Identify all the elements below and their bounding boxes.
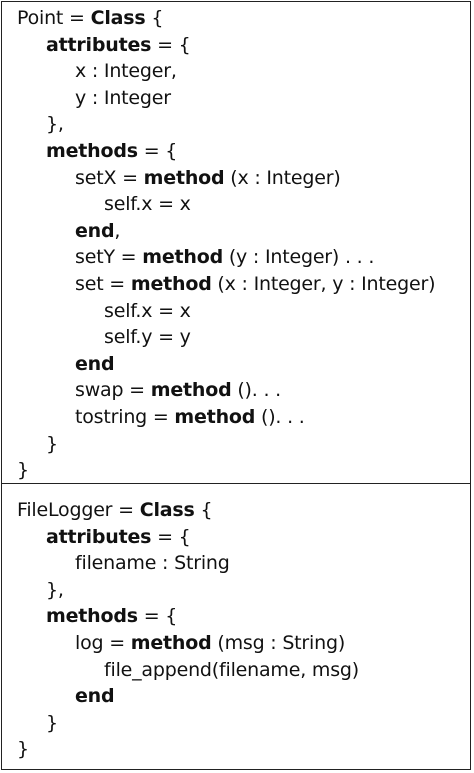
code-keyword: method <box>174 406 256 428</box>
code-keyword: Class <box>139 499 195 521</box>
code-text: (). . . <box>231 379 281 402</box>
code-line: attributes = { <box>46 524 191 550</box>
code-text: self.x = x <box>104 193 191 216</box>
code-text: tostring = <box>75 406 175 428</box>
code-text: = { <box>137 140 178 162</box>
code-line: methods = { <box>46 603 177 629</box>
code-keyword: method <box>150 379 232 402</box>
code-line: swap = method (). . . <box>75 377 281 403</box>
code-line: methods = { <box>46 138 177 164</box>
code-keyword: end <box>75 685 115 708</box>
code-text: file_append(filename, msg) <box>104 658 359 681</box>
code-text: (y : Integer) . . . <box>223 246 375 269</box>
code-line: attributes = { <box>46 32 191 58</box>
code-text: filename : String <box>75 552 230 575</box>
code-keyword: attributes <box>46 33 152 56</box>
code-text: } <box>17 459 29 482</box>
code-keyword: methods <box>46 140 138 162</box>
code-line: self.y = y <box>104 324 191 350</box>
code-text: , <box>114 219 121 242</box>
code-line: FileLogger = Class { <box>17 497 213 523</box>
code-line: }, <box>46 577 64 603</box>
code-line: set = method (x : Integer, y : Integer) <box>75 271 435 297</box>
code-text: = { <box>137 605 178 628</box>
code-text: } <box>46 711 58 734</box>
code-text: { <box>194 499 213 521</box>
code-line: setX = method (x : Integer) <box>75 165 341 191</box>
code-text: self.y = y <box>104 326 191 349</box>
code-text: (). . . <box>255 406 305 428</box>
code-text: log = <box>75 632 131 654</box>
code-text: = { <box>151 33 191 56</box>
code-line: tostring = method (). . . <box>75 404 305 430</box>
code-line: file_append(filename, msg) <box>104 657 359 683</box>
code-text: setX = <box>75 166 144 189</box>
code-line: Point = Class { <box>17 5 163 31</box>
code-text: = { <box>151 525 191 548</box>
code-line: self.x = x <box>104 191 191 217</box>
code-line: end <box>75 351 115 377</box>
code-text: setY = <box>75 246 143 269</box>
code-line: y : Integer <box>75 85 171 111</box>
code-text: } <box>17 738 29 761</box>
code-keyword: method <box>130 632 212 654</box>
code-keyword: method <box>143 166 225 189</box>
code-line: } <box>17 736 29 762</box>
code-keyword: methods <box>46 605 138 628</box>
code-text: self.x = x <box>104 299 191 322</box>
code-text: set = <box>75 273 131 295</box>
code-text: } <box>46 432 58 455</box>
code-text: }, <box>46 578 64 601</box>
code-line: } <box>17 457 29 483</box>
code-text: FileLogger = <box>17 499 140 521</box>
code-text: x : Integer, <box>75 60 177 83</box>
code-line: setY = method (y : Integer) . . . <box>75 244 374 270</box>
code-keyword: end <box>75 352 115 375</box>
code-text: { <box>145 7 164 29</box>
code-text: (msg : String) <box>211 632 346 654</box>
code-line: end <box>75 683 115 709</box>
code-text: (x : Integer, y : Integer) <box>211 273 436 295</box>
code-keyword: Class <box>90 7 146 29</box>
code-text: swap = <box>75 379 151 402</box>
code-line: self.x = x <box>104 298 191 324</box>
section-divider <box>1 483 471 484</box>
code-keyword: method <box>142 246 223 269</box>
code-line: x : Integer, <box>75 58 177 84</box>
code-line: end, <box>75 218 120 244</box>
code-keyword: end <box>75 219 115 242</box>
code-line: filename : String <box>75 550 230 576</box>
code-text: y : Integer <box>75 86 171 109</box>
code-line: } <box>46 431 58 457</box>
code-keyword: attributes <box>46 525 152 548</box>
code-text: Point = <box>17 7 91 29</box>
code-line: } <box>46 710 58 736</box>
code-line: }, <box>46 111 64 137</box>
code-text: }, <box>46 113 64 136</box>
code-line: log = method (msg : String) <box>75 630 345 656</box>
code-text: (x : Integer) <box>224 166 341 189</box>
code-keyword: method <box>130 273 212 295</box>
